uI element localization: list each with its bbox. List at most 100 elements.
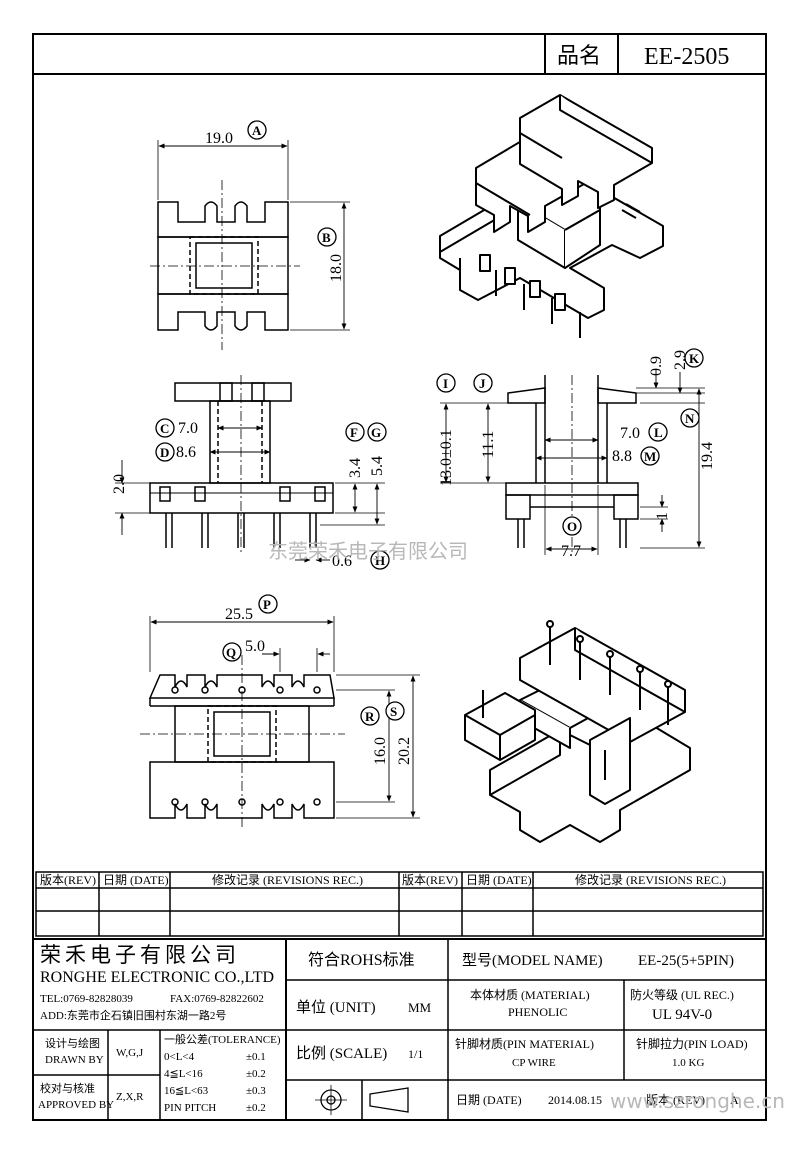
company-name-cn: 荣禾电子有限公司	[40, 943, 240, 967]
callout-R: R	[360, 706, 380, 726]
svg-text:G: G	[371, 425, 381, 440]
rev-header-6: 修改记录 (REVISIONS REC.)	[575, 872, 726, 887]
approved-by-cn: 校对与核准	[40, 1081, 95, 1095]
top-view	[150, 140, 350, 350]
approved-by-value: Z,X,R	[116, 1091, 144, 1103]
dim-P-value: 25.5	[225, 606, 253, 623]
dim-S-value: 20.2	[396, 737, 413, 765]
dim-bottom-gap-value: 1	[654, 512, 671, 520]
material-value: PHENOLIC	[508, 1005, 567, 1019]
pin-material-label: 针脚材质(PIN MATERIAL)	[455, 1036, 594, 1051]
unit-value: MM	[408, 1000, 432, 1015]
dim-I-value: 13.0±0.1	[438, 429, 455, 486]
revision-table	[35, 871, 764, 937]
dim-E-value: 2.0	[111, 474, 128, 494]
dim-G-value: 5.4	[369, 456, 386, 476]
scale-label: 比例 (SCALE)	[296, 1045, 387, 1062]
tolerance-value-1: ±0.1	[246, 1051, 266, 1063]
dim-Q-value: 5.0	[245, 638, 265, 655]
svg-text:J: J	[479, 376, 486, 391]
drawn-by-en: DRAWN BY	[45, 1054, 104, 1066]
ul-label: 防火等级 (UL REC.)	[630, 987, 734, 1002]
dim-F-value: 3.4	[347, 458, 364, 478]
dim-J-value: 11.1	[480, 431, 497, 458]
callout-S: S	[385, 701, 405, 721]
callout-B: B	[317, 227, 337, 247]
tolerance-range-4: PIN PITCH	[164, 1102, 216, 1114]
dim-D-value: 8.6	[176, 444, 196, 461]
model-value: EE-25(5+5PIN)	[638, 953, 734, 969]
unit-label: 单位 (UNIT)	[296, 999, 376, 1016]
side-view	[440, 370, 705, 555]
ul-value: UL 94V-0	[652, 1007, 712, 1023]
rev-label: 版本 (REV)	[646, 1093, 705, 1107]
dim-R-value: 16.0	[372, 737, 389, 765]
callout-D: D	[155, 442, 175, 462]
bottom-view	[140, 616, 420, 830]
rev-header-2: 日期 (DATE)	[103, 873, 169, 887]
isometric-view-top	[439, 94, 664, 338]
header-box: 品名 EE-2505	[33, 34, 766, 75]
part-number: EE-2505	[644, 44, 729, 70]
svg-text:R: R	[365, 709, 375, 724]
tolerance-value-3: ±0.3	[246, 1085, 266, 1097]
svg-text:L: L	[654, 425, 663, 440]
dim-N-value: 19.4	[699, 442, 716, 470]
company-tel: TEL:0769-82828039	[40, 993, 133, 1005]
callout-O: O	[562, 516, 582, 536]
drawn-by-cn: 设计与绘图	[45, 1036, 100, 1050]
callout-K: K	[684, 348, 704, 368]
dim-B-value: 18.0	[328, 254, 345, 282]
svg-text:P: P	[263, 597, 271, 612]
svg-text:K: K	[689, 351, 700, 366]
outer-frame	[32, 33, 767, 1121]
dim-O-value: 7.7	[561, 543, 581, 560]
tolerance-value-2: ±0.2	[246, 1068, 266, 1080]
rev-header-1: 版本(REV)	[40, 873, 96, 887]
tolerance-title: 一般公差(TOLERANCE)	[164, 1032, 281, 1046]
callout-M: M	[640, 446, 660, 466]
dim-L-value: 7.0	[620, 425, 640, 442]
rev-value: A	[730, 1093, 739, 1107]
pin-load-value: 1.0 KG	[672, 1057, 704, 1069]
tolerance-range-1: 0<L<4	[164, 1051, 195, 1063]
dim-A-value: 19.0	[205, 130, 233, 147]
isometric-view-bottom	[464, 620, 691, 843]
callout-A: A	[247, 120, 267, 140]
rev-header-4: 版本(REV)	[402, 873, 458, 887]
callout-J: J	[473, 373, 493, 393]
svg-text:S: S	[390, 704, 397, 719]
watermark: 东莞荣禾电子有限公司	[268, 539, 468, 563]
company-address: ADD:东莞市企石镇旧围村东湖一路2号	[40, 1008, 226, 1022]
callout-N: N	[680, 408, 700, 428]
pin-material-value: CP WIRE	[512, 1057, 556, 1069]
svg-text:I: I	[443, 376, 448, 391]
pin-load-label: 针脚拉力(PIN LOAD)	[636, 1036, 748, 1051]
svg-text:F: F	[350, 425, 358, 440]
dim-K-value: 2.9	[672, 350, 689, 370]
title-block	[33, 938, 766, 1120]
callout-I: I	[436, 373, 456, 393]
tolerance-range-2: 4≦L<16	[164, 1068, 203, 1080]
callout-G: G	[367, 422, 387, 442]
watermark-url: www.szronghe.cn	[610, 1089, 785, 1113]
callout-P: P	[258, 594, 278, 614]
date-value: 2014.08.15	[548, 1093, 602, 1107]
callout-L: L	[648, 422, 668, 442]
rev-header-3: 修改记录 (REVISIONS REC.)	[212, 872, 363, 887]
svg-text:C: C	[160, 421, 169, 436]
svg-text:M: M	[644, 449, 656, 464]
front-view	[115, 375, 385, 563]
callout-Q: Q	[222, 642, 242, 662]
svg-text:B: B	[322, 230, 331, 245]
callout-H: H	[370, 550, 390, 570]
dim-M-value: 8.8	[612, 448, 632, 465]
callout-C: C	[155, 418, 175, 438]
scale-value: 1/1	[408, 1047, 423, 1061]
tolerance-range-3: 16≦L<63	[164, 1085, 209, 1097]
callout-F: F	[345, 422, 365, 442]
tolerance-value-4: ±0.2	[246, 1102, 266, 1114]
approved-by-en: APPROVED BY	[38, 1099, 114, 1111]
rev-header-5: 日期 (DATE)	[466, 873, 532, 887]
